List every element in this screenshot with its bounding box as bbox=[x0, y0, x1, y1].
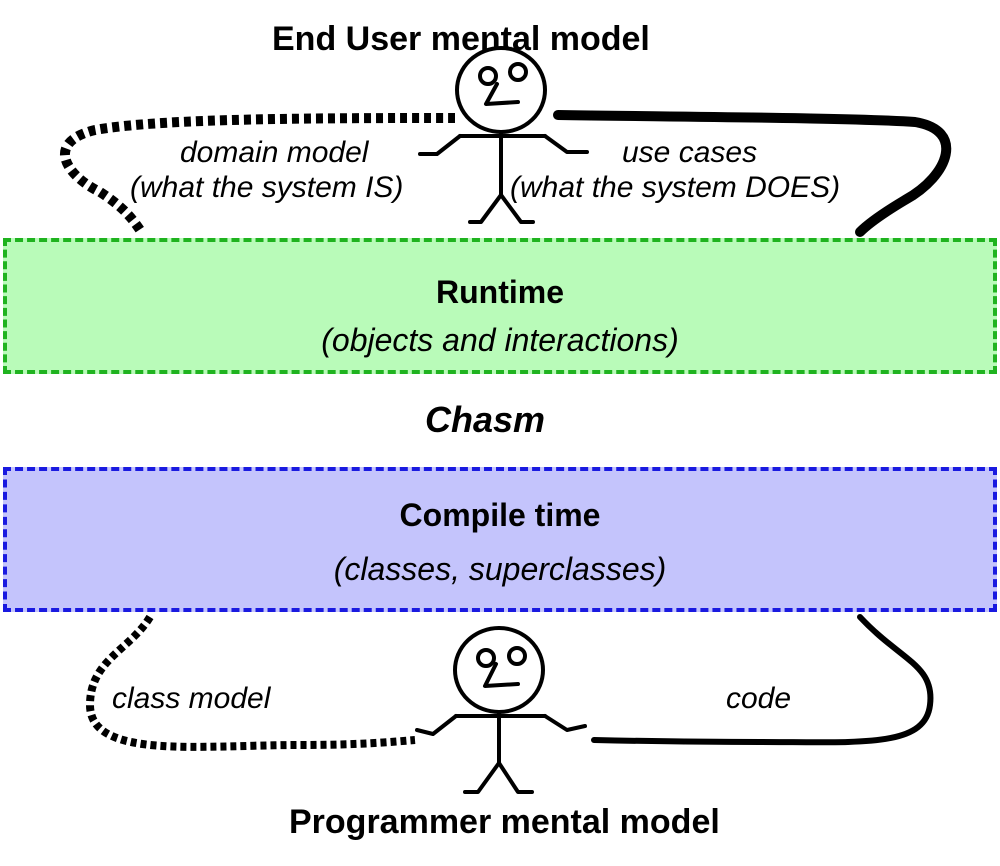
programmer-figure bbox=[415, 626, 587, 794]
runtime-box: Runtime (objects and interactions) bbox=[3, 238, 997, 374]
compile-time-box: Compile time (classes, superclasses) bbox=[3, 467, 997, 612]
use-cases-label: use cases bbox=[622, 136, 758, 169]
domain-model-dotted-line bbox=[60, 113, 456, 233]
code-label: code bbox=[726, 682, 792, 715]
class-model-dotted-line bbox=[85, 614, 416, 751]
code-solid-line bbox=[591, 614, 934, 746]
chasm-label: Chasm bbox=[424, 399, 546, 440]
programmer-title: Programmer mental model bbox=[289, 803, 720, 841]
class-model-label: class model bbox=[112, 682, 271, 715]
use-cases-solid-line bbox=[553, 110, 952, 237]
end-user-figure bbox=[418, 46, 589, 224]
end-user-title: End User mental model bbox=[272, 20, 650, 58]
compile-time-subtitle: (classes, superclasses) bbox=[333, 551, 667, 587]
domain-model-label: domain model bbox=[180, 136, 369, 169]
use-cases-caption: (what the system DOES) bbox=[510, 171, 841, 204]
runtime-title: Runtime bbox=[436, 274, 564, 310]
domain-model-caption: (what the system IS) bbox=[130, 171, 404, 204]
compile-time-title: Compile time bbox=[399, 497, 601, 533]
runtime-subtitle: (objects and interactions) bbox=[321, 322, 679, 358]
